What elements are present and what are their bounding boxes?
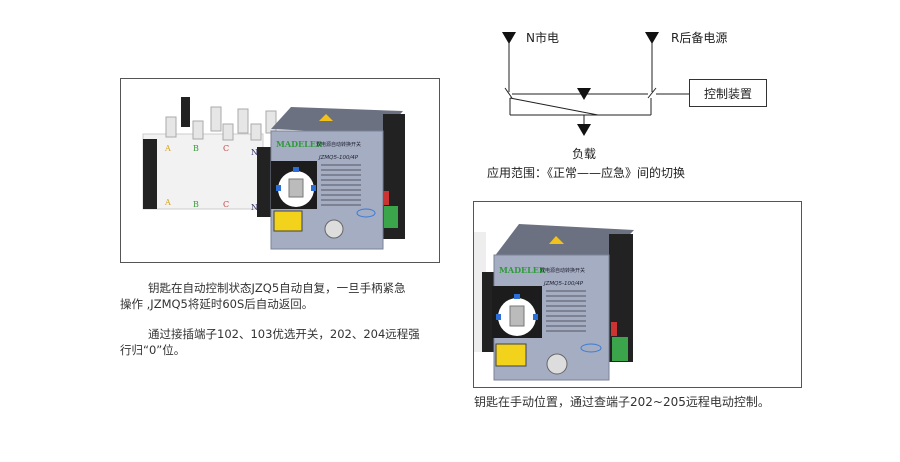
svg-text:双电源自动转换开关: 双电源自动转换开关 — [316, 141, 361, 148]
source-r-arrow — [645, 32, 659, 44]
source-n-label: N市电 — [526, 31, 559, 45]
source-n-arrow — [502, 32, 516, 44]
phase-label: B — [193, 144, 199, 153]
switch-product-image: A B C N A B C N MADELER 双电源自动转换开关 JZMQ5-… — [142, 97, 405, 250]
product-photo-frame-auto: A B C N A B C N MADELER 双电源自动转换开关 JZMQ5-… — [120, 78, 440, 263]
switch-product-image: MADELER 双电源自动转换开关 JZMQ5-100/4P — [474, 224, 634, 381]
auto-description-line: 钥匙在自动控制状态JZQ5自动自复，一旦手柄紧急 — [148, 281, 406, 295]
svg-text:B: B — [193, 200, 199, 209]
terminal-description-line: 行归“0”位。 — [120, 343, 186, 357]
key-switch — [324, 219, 344, 239]
svg-text:A: A — [164, 198, 171, 207]
auto-description-line: 操作 ,JZMQ5将延时60S后自动返回。 — [120, 297, 314, 311]
phase-label: N — [251, 148, 258, 157]
bus-arrow — [577, 88, 591, 100]
lock-button — [273, 210, 303, 232]
transfer-switch-diagram — [502, 32, 689, 136]
load-arrow — [577, 124, 591, 136]
product-photo-frame-manual: MADELER 双电源自动转换开关 JZMQ5-100/4P — [473, 201, 802, 388]
key-switch — [546, 353, 568, 375]
terminal-description-line: 通过接插端子102、103优选开关，202、204远程强 — [148, 327, 420, 341]
manual-description: 钥匙在手动位置，通过查端子202~205远程电动控制。 — [474, 395, 770, 409]
brand-logo: MADELER — [276, 139, 323, 149]
diagram-caption: 应用范围：《正常——应急》间的切换 — [487, 166, 686, 180]
lock-button — [495, 343, 527, 367]
svg-text:N: N — [251, 203, 258, 212]
svg-text:JZMQ5-100/4P: JZMQ5-100/4P — [543, 281, 584, 287]
svg-text:双电源自动转换开关: 双电源自动转换开关 — [540, 267, 585, 274]
svg-text:JZMQ5-100/4P: JZMQ5-100/4P — [318, 155, 359, 161]
controller-box: 控制装置 — [689, 79, 767, 107]
phase-label: A — [164, 144, 171, 153]
svg-text:C: C — [223, 200, 229, 209]
load-label: 负载 — [572, 147, 597, 161]
controller-label: 控制装置 — [703, 86, 752, 101]
source-r-label: R后备电源 — [671, 31, 728, 45]
phase-label: C — [223, 144, 229, 153]
brand-logo: MADELER — [499, 265, 546, 275]
